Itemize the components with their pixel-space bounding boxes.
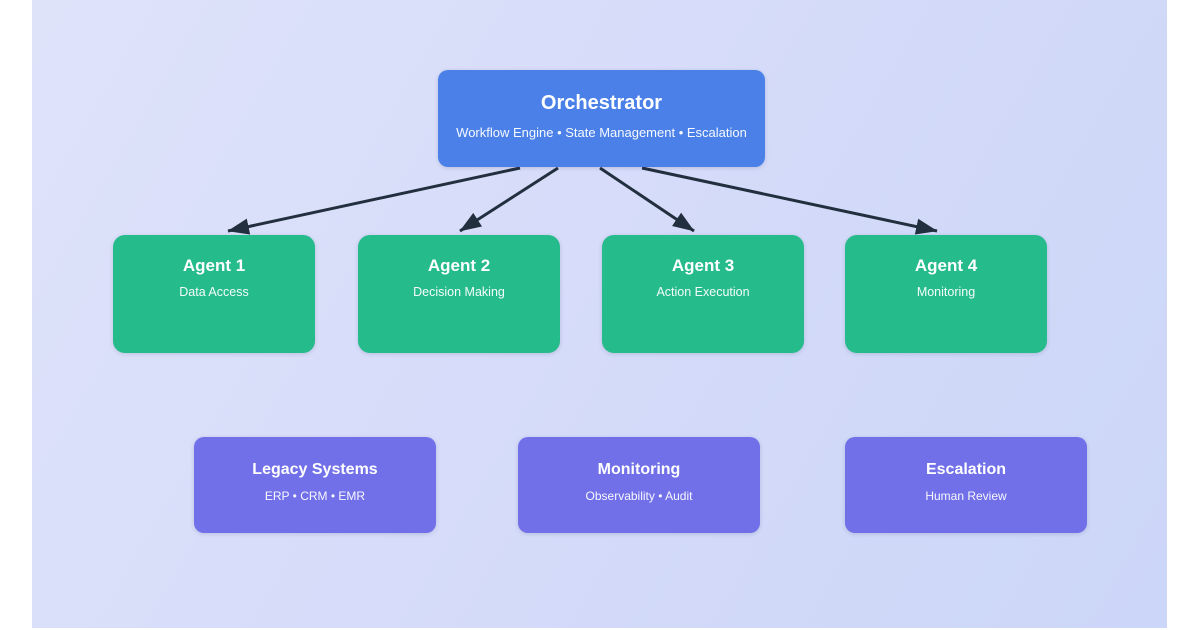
agent-3-node: Agent 3 Action Execution: [602, 235, 804, 353]
agent-4-title: Agent 4: [914, 256, 978, 275]
agent-4-subtitle: Monitoring: [916, 285, 976, 300]
agent-2-subtitle: Decision Making: [413, 285, 505, 300]
agent-3-subtitle: Action Execution: [656, 285, 750, 300]
escalation-node: Escalation Human Review: [845, 437, 1087, 533]
orchestrator-subtitle: Workflow Engine • State Management • Esc…: [456, 125, 747, 140]
agent-1-node: Agent 1 Data Access: [113, 235, 315, 353]
arrow-orchestrator-to-agent-4: [641, 166, 938, 235]
monitoring-title: Monitoring: [597, 461, 681, 478]
agent-1-subtitle: Data Access: [179, 285, 249, 300]
agent-3-title: Agent 3: [671, 256, 735, 275]
legacy-systems-node: Legacy Systems ERP • CRM • EMR: [194, 437, 436, 533]
orchestrator-title: Orchestrator: [540, 92, 663, 114]
agent-2-node: Agent 2 Decision Making: [358, 235, 560, 353]
diagram-canvas: Orchestrator Workflow Engine • State Man…: [32, 0, 1167, 628]
monitoring-subtitle: Observability • Audit: [585, 489, 693, 504]
legacy-systems-subtitle: ERP • CRM • EMR: [264, 489, 366, 504]
agent-4-node: Agent 4 Monitoring: [845, 235, 1047, 353]
arrow-orchestrator-to-agent-1: [227, 166, 521, 235]
arrow-orchestrator-to-agent-3: [599, 166, 695, 233]
agent-2-title: Agent 2: [427, 256, 491, 275]
arrow-orchestrator-to-agent-2: [459, 166, 559, 233]
legacy-systems-title: Legacy Systems: [252, 461, 378, 478]
escalation-title: Escalation: [925, 461, 1007, 478]
escalation-subtitle: Human Review: [925, 489, 1007, 504]
monitoring-node: Monitoring Observability • Audit: [518, 437, 760, 533]
agent-1-title: Agent 1: [182, 256, 246, 275]
orchestrator-node: Orchestrator Workflow Engine • State Man…: [438, 70, 765, 167]
